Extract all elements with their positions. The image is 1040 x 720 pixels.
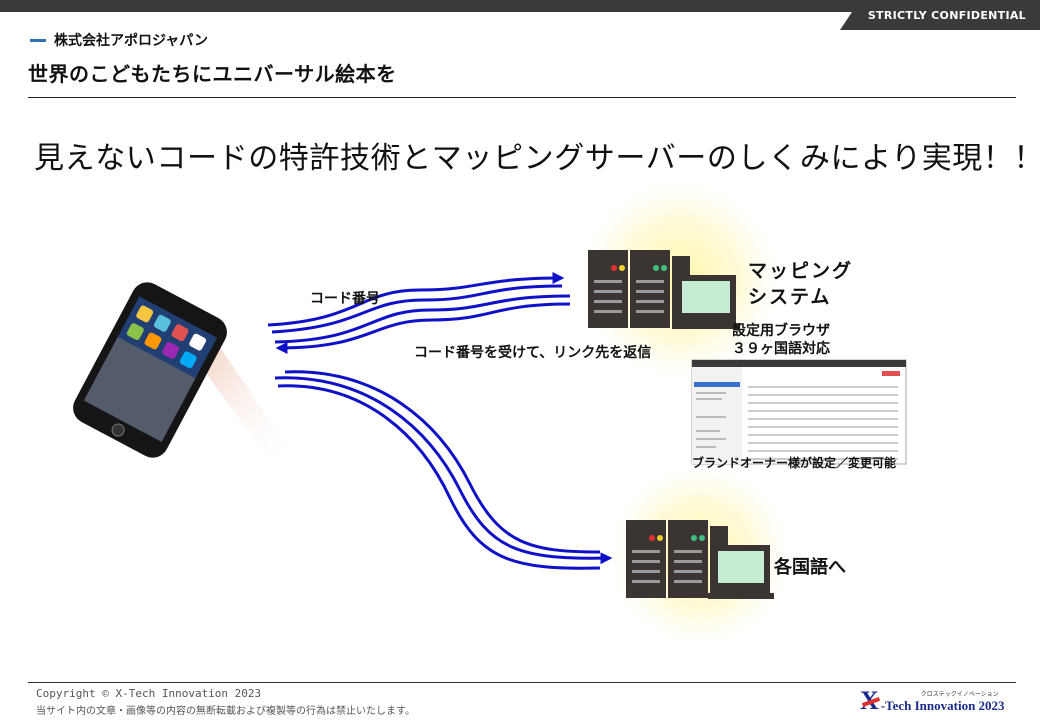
confidential-tab: STRICTLY CONFIDENTIAL	[840, 0, 1040, 30]
phone-light-beam	[200, 340, 290, 460]
languages-support-label: ３９ヶ国語対応	[732, 341, 830, 357]
smartphone-icon	[73, 282, 227, 458]
monitor-icon	[672, 275, 740, 329]
server-icon	[588, 250, 690, 328]
xtech-logo-mark-icon: X	[860, 686, 879, 715]
arrow-languages	[274, 370, 613, 570]
confidential-label: STRICTLY CONFIDENTIAL	[867, 8, 1026, 22]
arrow-return	[274, 294, 571, 354]
copyright-text: Copyright © X-Tech Innovation 2023	[36, 687, 262, 700]
brand-owner-label: ブランドオーナー様が設定／変更可能	[692, 456, 897, 470]
company-heading: 株式会社アポロジャパン	[30, 30, 208, 50]
xtech-logo: X クロステックイノベーション -Tech Innovation 2023	[860, 686, 1005, 716]
logo-name: -Tech Innovation 2023	[880, 697, 1005, 713]
company-dash-icon	[30, 38, 46, 42]
mapping-system-label: マッピング システム	[748, 260, 854, 308]
each-language-label: 各国語へ	[774, 557, 846, 578]
company-name: 株式会社アポロジャパン	[54, 33, 208, 49]
slide-subtitle: 世界のこどもたちにユニバーサル絵本を	[28, 62, 397, 86]
slide-headline: 見えないコードの特許技術とマッピングサーバーのしくみにより実現！！	[34, 141, 1040, 176]
arrow-send	[267, 272, 565, 334]
logo-kana: クロステックイノベーション	[920, 690, 999, 698]
browser-settings-label: 設定用ブラウザ	[732, 323, 830, 339]
diagram-canvas	[73, 170, 907, 655]
header-divider	[28, 97, 1016, 98]
footer-divider	[28, 682, 1016, 683]
browser-screenshot	[691, 359, 907, 465]
return-link-label: コード番号を受けて、リンク先を返信	[414, 345, 652, 361]
monitor-icon-bottom	[708, 545, 774, 599]
code-number-label: コード番号	[310, 291, 380, 307]
top-bar	[0, 0, 1040, 12]
copyright-notice: 当サイト内の文章・画像等の内容の無断転載および複製等の行為は禁止いたします。	[36, 706, 415, 717]
system-diagram: コード番号 コード番号を受けて、リンク先を返信 マッピング システム 設定用ブラ…	[0, 170, 1040, 660]
